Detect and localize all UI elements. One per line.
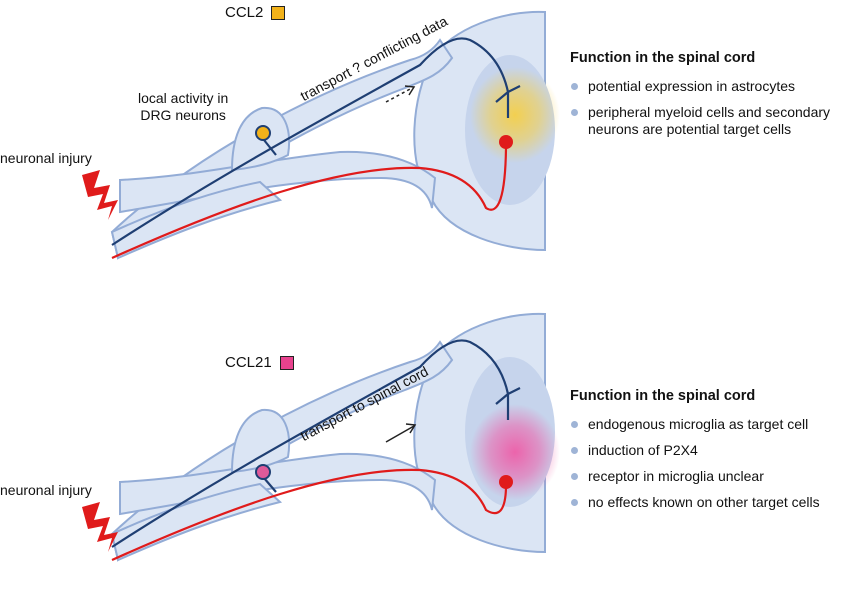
panel-ccl2: CCL2 local activity in DRG neurons trans…	[0, 4, 850, 260]
function-item: potential expression in astrocytes	[570, 78, 850, 95]
chemokine-name: CCL2	[225, 4, 264, 21]
chemokine-swatch	[279, 355, 294, 370]
function-item: receptor in microglia unclear	[570, 468, 850, 485]
transport-arrow-head	[404, 85, 416, 96]
sensory-neuron-axon	[111, 37, 521, 246]
function-item: induction of P2X4	[570, 442, 850, 459]
motor-neuron-axon	[111, 468, 508, 562]
function-item: endogenous microglia as target cell	[570, 416, 850, 433]
function-item: no effects known on other target cells	[570, 494, 850, 511]
function-title: Function in the spinal cord	[570, 50, 756, 66]
motor-neuron-axon	[111, 147, 508, 260]
chemokine-glow	[470, 404, 560, 500]
chemokine-label: CCL2	[225, 4, 286, 21]
motor-neuron-body	[499, 135, 513, 149]
function-title: Function in the spinal cord	[570, 388, 756, 404]
diagram-ccl2	[82, 10, 560, 260]
transport-arrow-head	[405, 423, 417, 434]
function-list: potential expression in astrocytes perip…	[570, 78, 850, 138]
chemokine-name: CCL21	[225, 354, 272, 371]
function-item: peripheral myeloid cells and secondary n…	[570, 104, 850, 138]
injury-label: neuronal injury	[0, 150, 92, 166]
chemokine-label: CCL21	[225, 354, 294, 371]
transport-arrow	[385, 425, 415, 443]
sensory-neuron-stem	[263, 477, 277, 493]
sensory-neuron-axon	[111, 339, 521, 548]
chemokine-swatch	[271, 5, 286, 20]
panel-ccl21: CCL21 transport to spinal cord neuronal …	[0, 302, 850, 604]
diagram-ccl21	[82, 312, 560, 562]
activity-label: local activity in DRG neurons	[138, 90, 229, 123]
function-box: Function in the spinal cord endogenous m…	[570, 388, 850, 520]
function-list: endogenous microglia as target cell indu…	[570, 416, 850, 511]
chemokine-glow	[470, 67, 560, 163]
lightning-icon	[82, 502, 118, 552]
drg-neuron-body	[255, 464, 271, 480]
motor-neuron-body	[499, 475, 513, 489]
sensory-neuron-stem	[263, 139, 277, 156]
transport-arrow	[385, 87, 413, 103]
drg-neuron-body	[255, 125, 271, 141]
function-box: Function in the spinal cord potential ex…	[570, 50, 850, 147]
lightning-icon	[82, 170, 118, 220]
injury-label: neuronal injury	[0, 482, 92, 498]
